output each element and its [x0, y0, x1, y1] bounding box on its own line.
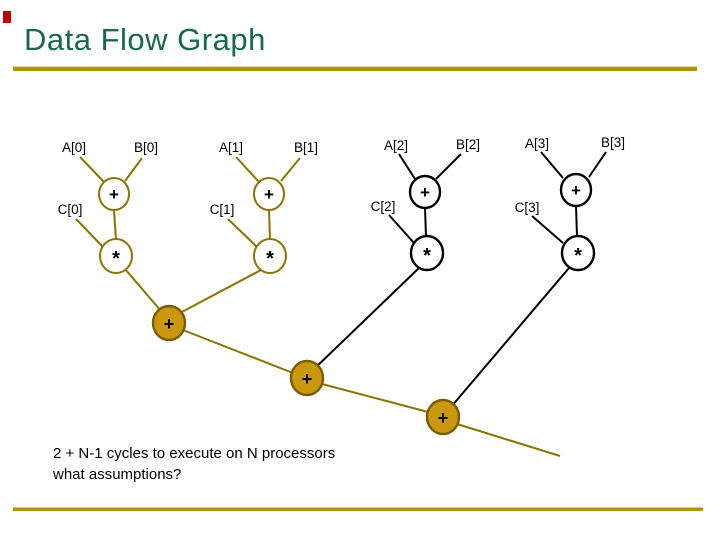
title-underline [13, 66, 697, 71]
add-node-3-op: + [571, 181, 581, 200]
edge-add1-to-mul1 [268, 209, 271, 241]
edge-add2-to-mul2 [424, 207, 427, 237]
input-label-a0: A[0] [62, 140, 86, 155]
input-label-b3: B[3] [601, 135, 625, 150]
input-label-c1: C[1] [210, 202, 235, 217]
add-node-0-op: + [109, 185, 119, 204]
edge-c0-to-mul0 [75, 218, 104, 248]
input-label-b2: B[2] [456, 137, 480, 152]
edge-b0-to-add0 [124, 157, 143, 182]
footer-note-line2: what assumptions? [53, 466, 182, 483]
input-label-c3: C[3] [515, 200, 540, 215]
edge-a2-to-add2 [398, 153, 416, 180]
input-label-b0: B[0] [134, 140, 158, 155]
mul-node-1-op: * [266, 248, 274, 270]
add-node-3 [559, 172, 593, 208]
mul-node-0 [99, 238, 133, 274]
input-label-a2: A[2] [384, 138, 408, 153]
edge-b3-to-add3 [588, 151, 607, 178]
add-node-2 [408, 174, 442, 210]
edge-a1-to-add1 [235, 156, 260, 183]
sum-node-1-op: + [164, 314, 175, 334]
edge-sum2-to-sum3 [321, 383, 429, 413]
slide-title: Data Flow Graph [24, 22, 266, 57]
edge-mul2-to-sum2 [313, 267, 420, 370]
mul-node-1 [253, 238, 287, 274]
sum-node-2 [289, 359, 325, 397]
edge-mul3-to-sum3 [450, 267, 570, 408]
mul-node-2-op: * [423, 245, 431, 267]
input-label-a3: A[3] [525, 136, 549, 151]
input-label-c0: C[0] [58, 202, 83, 217]
edge-c1-to-mul1 [227, 218, 258, 248]
add-node-0 [98, 177, 130, 211]
mul-node-3-op: * [574, 245, 582, 267]
edge-add0-to-mul0 [113, 209, 117, 241]
sum-node-1 [151, 304, 187, 342]
edge-b1-to-add1 [280, 157, 301, 182]
mul-node-2 [409, 234, 445, 272]
edge-a3-to-add3 [540, 151, 564, 179]
mul-node-3 [560, 234, 596, 272]
edge-add3-to-mul3 [575, 205, 578, 237]
add-node-2-op: + [420, 183, 430, 202]
edge-sum1-to-sum2 [182, 329, 294, 374]
sum-node-3 [425, 398, 461, 436]
edge-mul1-to-sum1 [177, 269, 262, 315]
edge-sum3-output [456, 423, 561, 457]
input-label-c2: C[2] [371, 199, 396, 214]
bottom-rule [13, 507, 703, 511]
mul-node-0-op: * [112, 248, 120, 270]
edge-c2-to-mul2 [388, 214, 415, 244]
footer-note-line1: 2 + N-1 cycles to execute on N processor… [53, 445, 336, 462]
edge-a0-to-add0 [79, 156, 105, 183]
sum-node-2-op: + [302, 369, 313, 389]
add-node-1 [253, 177, 285, 211]
input-label-a1: A[1] [219, 140, 243, 155]
edge-b2-to-add2 [435, 153, 462, 180]
edge-mul0-to-sum1 [124, 268, 162, 312]
input-label-b1: B[1] [294, 140, 318, 155]
sum-node-3-op: + [438, 408, 449, 428]
red-corner-marker [3, 11, 11, 23]
edge-c3-to-mul3 [531, 215, 564, 244]
add-node-1-op: + [264, 185, 274, 204]
footer-note: 2 + N-1 cycles to execute on N processor… [53, 443, 335, 485]
